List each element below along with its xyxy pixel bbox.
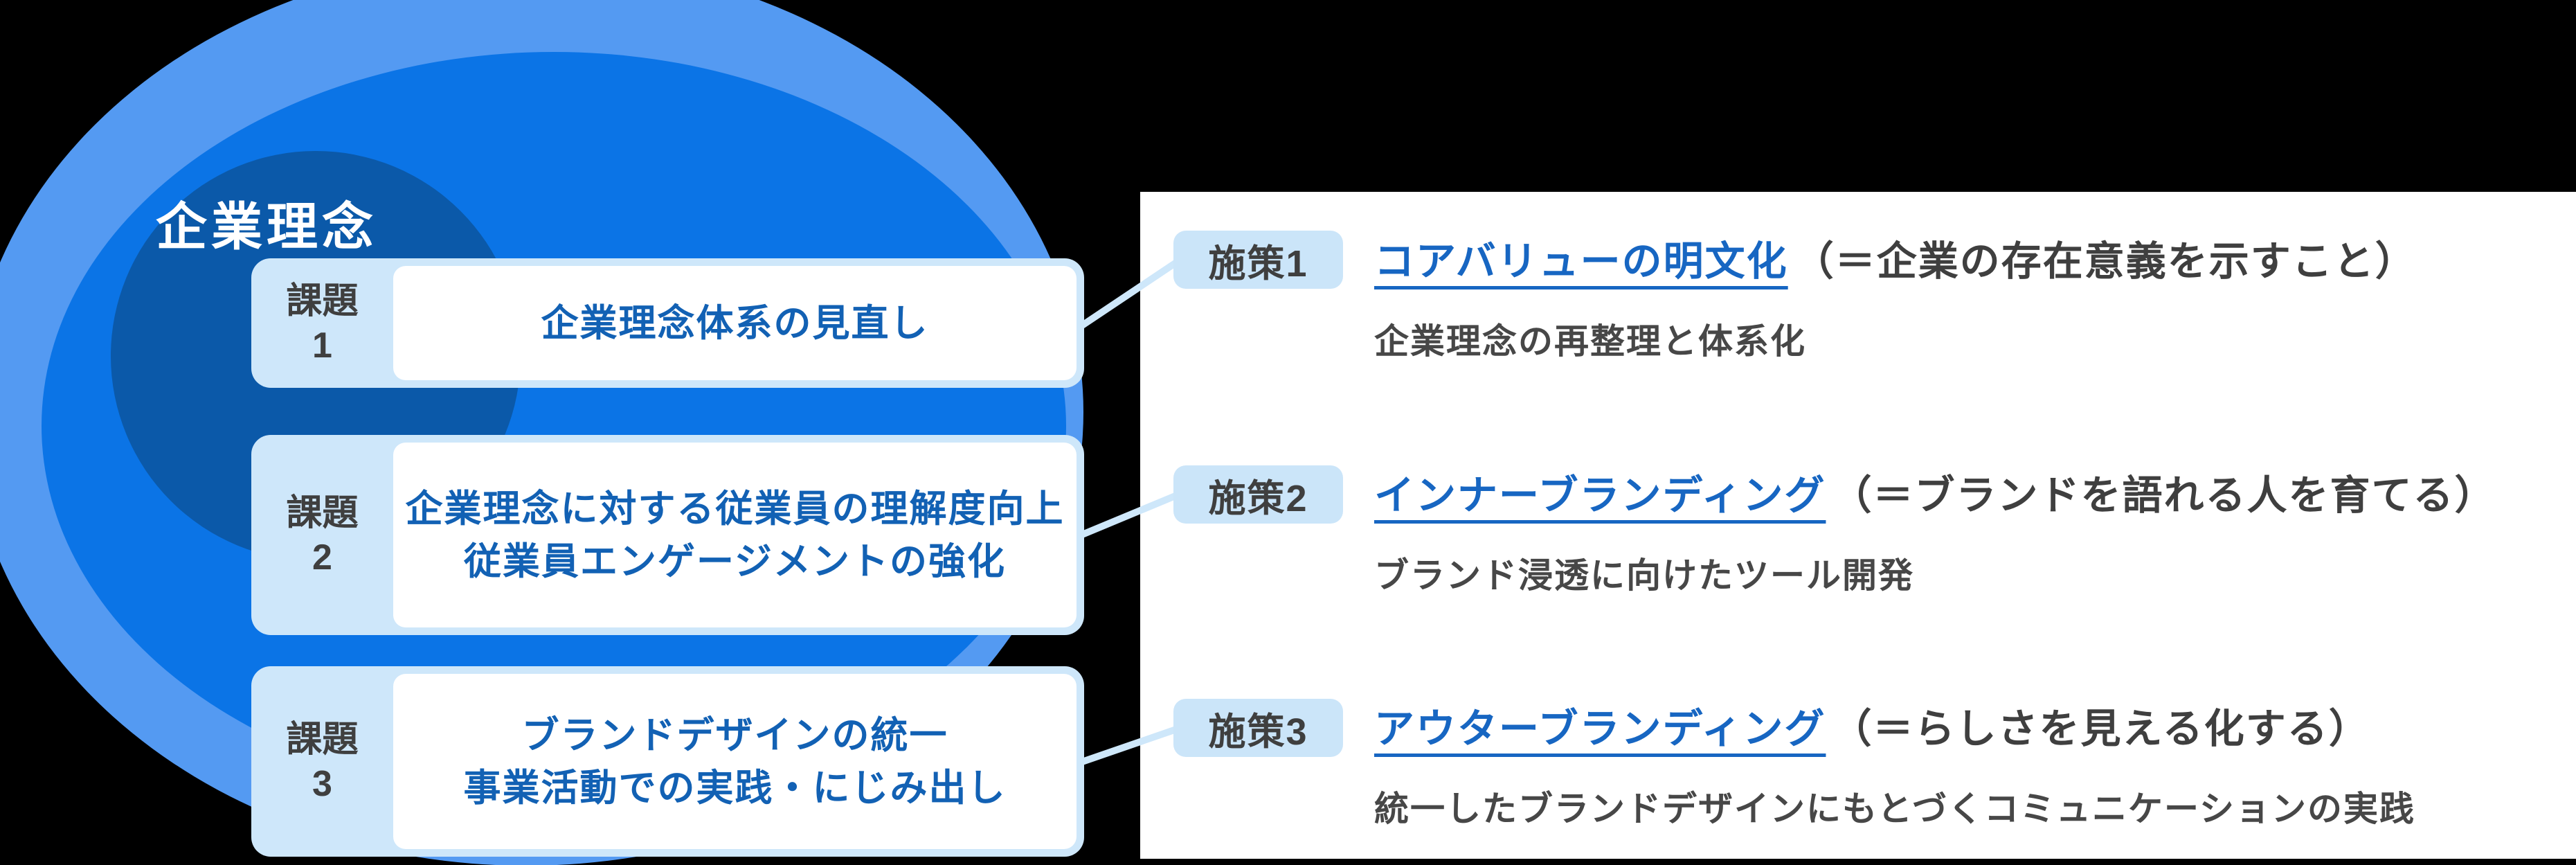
measure-chip-2: 施策2	[1173, 465, 1343, 524]
issue-text-line: 企業理念に対する従業員の理解度向上	[405, 488, 1065, 530]
issue-number: 1	[312, 325, 332, 366]
issue-tab-label: 課題	[286, 492, 359, 533]
measure-chip-1: 施策1	[1173, 231, 1343, 289]
measures-panel	[1140, 192, 2576, 859]
measure-chip-3: 施策3	[1173, 699, 1343, 757]
issue-text-line: ブランドデザインの統一	[521, 714, 948, 756]
measure-annotation-2: （＝ブランドを語れる人を育てる）	[1831, 473, 2496, 518]
measure-annotation-3: （＝らしさを見える化する）	[1831, 706, 2370, 751]
issue-tab-3: 課題 3	[251, 666, 393, 857]
issue-tab-label: 課題	[286, 280, 359, 321]
philosophy-label: 企業理念	[156, 198, 377, 256]
issue-body-3: ブランドデザインの統一 事業活動での実践・にじみ出し	[393, 674, 1077, 849]
measure-link-1[interactable]: コアバリューの明文化	[1374, 239, 1788, 284]
issue-box-1: 課題 1 企業理念体系の見直し	[251, 258, 1084, 388]
issue-text-line: 企業理念体系の見直し	[541, 302, 929, 344]
measure-title-2: インナーブランディング（＝ブランドを語れる人を育てる）	[1374, 467, 2496, 525]
measure-title-3: アウターブランディング（＝らしさを見える化する）	[1374, 700, 2370, 758]
issue-tab-label: 課題	[286, 719, 359, 760]
measure-description-1: 企業理念の再整理と体系化	[1374, 322, 1806, 361]
issue-box-2: 課題 2 企業理念に対する従業員の理解度向上 従業員エンゲージメントの強化	[251, 435, 1084, 635]
measure-annotation-1: （＝企業の存在意義を示すこと）	[1793, 239, 2417, 284]
issue-number: 3	[312, 763, 332, 804]
measure-description-3: 統一したブランドデザインにもとづくコミュニケーションの実践	[1374, 790, 2415, 828]
issue-body-2: 企業理念に対する従業員の理解度向上 従業員エンゲージメントの強化	[393, 443, 1077, 627]
issue-tab-1: 課題 1	[251, 258, 393, 388]
measure-title-1: コアバリューの明文化（＝企業の存在意義を示すこと）	[1374, 233, 2417, 291]
measure-description-2: ブランド浸透に向けたツール開発	[1374, 556, 1914, 595]
issue-box-3: 課題 3 ブランドデザインの統一 事業活動での実践・にじみ出し	[251, 666, 1084, 857]
measure-link-2[interactable]: インナーブランディング	[1374, 473, 1826, 518]
measure-link-3[interactable]: アウターブランディング	[1374, 706, 1826, 751]
issue-text-line: 事業活動での実践・にじみ出し	[463, 767, 1007, 809]
issue-number: 2	[312, 537, 332, 578]
issue-tab-2: 課題 2	[251, 435, 393, 635]
issue-body-1: 企業理念体系の見直し	[393, 266, 1077, 380]
issue-text-line: 従業員エンゲージメントの強化	[464, 540, 1006, 582]
